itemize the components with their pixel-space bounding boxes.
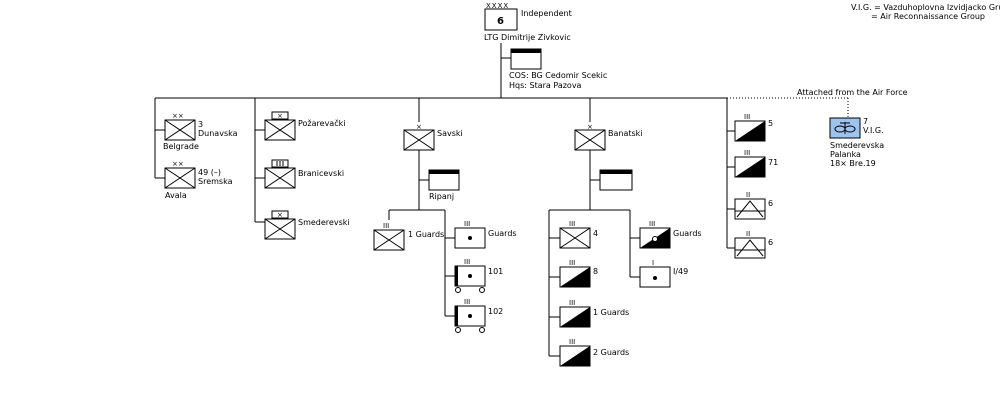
army-type-label: Independent bbox=[521, 9, 572, 18]
savski-1-guards-symbol: III bbox=[373, 222, 405, 251]
u101-label: 101 bbox=[488, 267, 503, 276]
ripanj-hq-band bbox=[429, 170, 459, 174]
svg-text:III: III bbox=[744, 149, 750, 157]
vig-location-2: Palanka bbox=[830, 150, 861, 159]
u4-symbol: III bbox=[559, 220, 591, 249]
svg-text:III: III bbox=[569, 220, 575, 228]
banatski-label: Banatski bbox=[608, 129, 643, 138]
army-number: 6 bbox=[497, 16, 504, 27]
u8-label: 8 bbox=[593, 267, 598, 276]
banatski-guards-label: Guards bbox=[673, 229, 702, 238]
army-hq-box bbox=[484, 8, 518, 31]
vig-number: 7 bbox=[863, 117, 868, 126]
u8-symbol: III bbox=[559, 259, 591, 288]
sremska-label: Sremska bbox=[198, 177, 233, 186]
pozarevacki-label: Požarevački bbox=[298, 118, 345, 128]
dunavska-label: Dunavska bbox=[198, 129, 238, 138]
svg-text:×: × bbox=[277, 211, 283, 219]
svg-text:××: ×× bbox=[172, 160, 184, 168]
legend-line-2: = Air Reconnaissance Group bbox=[871, 12, 985, 21]
savski-guards-symbol: III bbox=[454, 220, 486, 249]
svg-text:II: II bbox=[746, 191, 750, 199]
headquarters-location-label: Hqs: Stara Pazova bbox=[509, 81, 582, 90]
svg-text:III: III bbox=[744, 113, 750, 121]
banatski-1-guards-label: 1 Guards bbox=[593, 308, 629, 317]
svg-text:III: III bbox=[464, 220, 470, 228]
army-hq-symbol: XXXX 6 bbox=[484, 2, 518, 31]
savski-label: Savski bbox=[437, 129, 463, 138]
u6b-anti-aircraft-symbol: II bbox=[734, 230, 766, 259]
i49-label: I/49 bbox=[673, 267, 688, 276]
vig-aircraft: 18× Bre.19 bbox=[830, 159, 876, 168]
vig-air-unit-symbol bbox=[829, 117, 861, 139]
u71-artillery-symbol: III bbox=[734, 149, 766, 178]
svg-text:III: III bbox=[569, 338, 575, 346]
banatski-hq-band bbox=[600, 170, 632, 174]
svg-text:III: III bbox=[649, 220, 655, 228]
belgrade-label: Belgrade bbox=[163, 142, 199, 151]
u102-symbol: III bbox=[454, 298, 486, 333]
echelon-marker: XXXX bbox=[486, 2, 509, 10]
svg-text:×: × bbox=[416, 123, 422, 131]
avala-label: Avala bbox=[165, 191, 187, 200]
u71-label: 71 bbox=[768, 158, 778, 167]
pozarevacki-brigade-symbol: × bbox=[264, 111, 296, 141]
vig-location-1: Smederevska bbox=[830, 141, 884, 150]
banatski-brigade-symbol: × bbox=[574, 123, 606, 151]
u6b-label: 6 bbox=[768, 238, 773, 247]
banatski-1-guards-symbol: III bbox=[559, 299, 591, 328]
smederevski-brigade-symbol: × bbox=[264, 210, 296, 240]
u6a-label: 6 bbox=[768, 199, 773, 208]
savski-1-guards-label: 1 Guards bbox=[408, 230, 444, 239]
commander-label: LTG Dimitrije Zivkovic bbox=[484, 33, 571, 42]
u102-label: 102 bbox=[488, 307, 503, 316]
sremska-division-symbol: ×× bbox=[164, 160, 196, 189]
savski-guards-label: Guards bbox=[488, 229, 517, 238]
dunavska-number: 3 bbox=[198, 120, 203, 129]
dunavska-division-symbol: ×× bbox=[164, 112, 196, 141]
svg-text:III: III bbox=[569, 259, 575, 267]
svg-text:××: ×× bbox=[172, 112, 184, 120]
svg-text:III: III bbox=[464, 258, 470, 266]
chief-of-staff-label: COS: BG Cedomir Scekic bbox=[509, 71, 607, 80]
svg-text:III: III bbox=[569, 299, 575, 307]
u5-artillery-symbol: III bbox=[734, 113, 766, 142]
sremska-number: 49 (–) bbox=[198, 168, 221, 177]
savski-brigade-symbol: × bbox=[403, 123, 435, 151]
branicevski-regiment-symbol bbox=[264, 159, 296, 189]
banatski-guards-symbol: III bbox=[639, 220, 671, 249]
u6a-anti-aircraft-symbol: II bbox=[734, 191, 766, 220]
branicevski-label: Branicevski bbox=[298, 169, 344, 178]
smederevski-label: Smederevski bbox=[298, 218, 350, 227]
vig-name: V.I.G. bbox=[863, 126, 884, 135]
svg-text:×: × bbox=[277, 112, 283, 120]
svg-text:×: × bbox=[587, 123, 593, 131]
svg-text:III: III bbox=[464, 298, 470, 306]
svg-text:III: III bbox=[383, 222, 389, 230]
i49-symbol: I bbox=[639, 259, 671, 288]
u5-label: 5 bbox=[768, 119, 773, 128]
banatski-2-guards-symbol: III bbox=[559, 338, 591, 367]
banatski-2-guards-label: 2 Guards bbox=[593, 348, 629, 357]
staff-hq-band bbox=[511, 49, 541, 53]
air-force-note: Attached from the Air Force bbox=[797, 88, 908, 97]
svg-text:I: I bbox=[652, 259, 654, 267]
svg-text:II: II bbox=[746, 230, 750, 238]
ripanj-label: Ripanj bbox=[429, 192, 454, 201]
u101-symbol: III bbox=[454, 258, 486, 293]
u4-label: 4 bbox=[593, 229, 598, 238]
legend-line-1: V.I.G. = Vazduhoplovna Izvidjacko Grupa bbox=[851, 3, 1000, 12]
